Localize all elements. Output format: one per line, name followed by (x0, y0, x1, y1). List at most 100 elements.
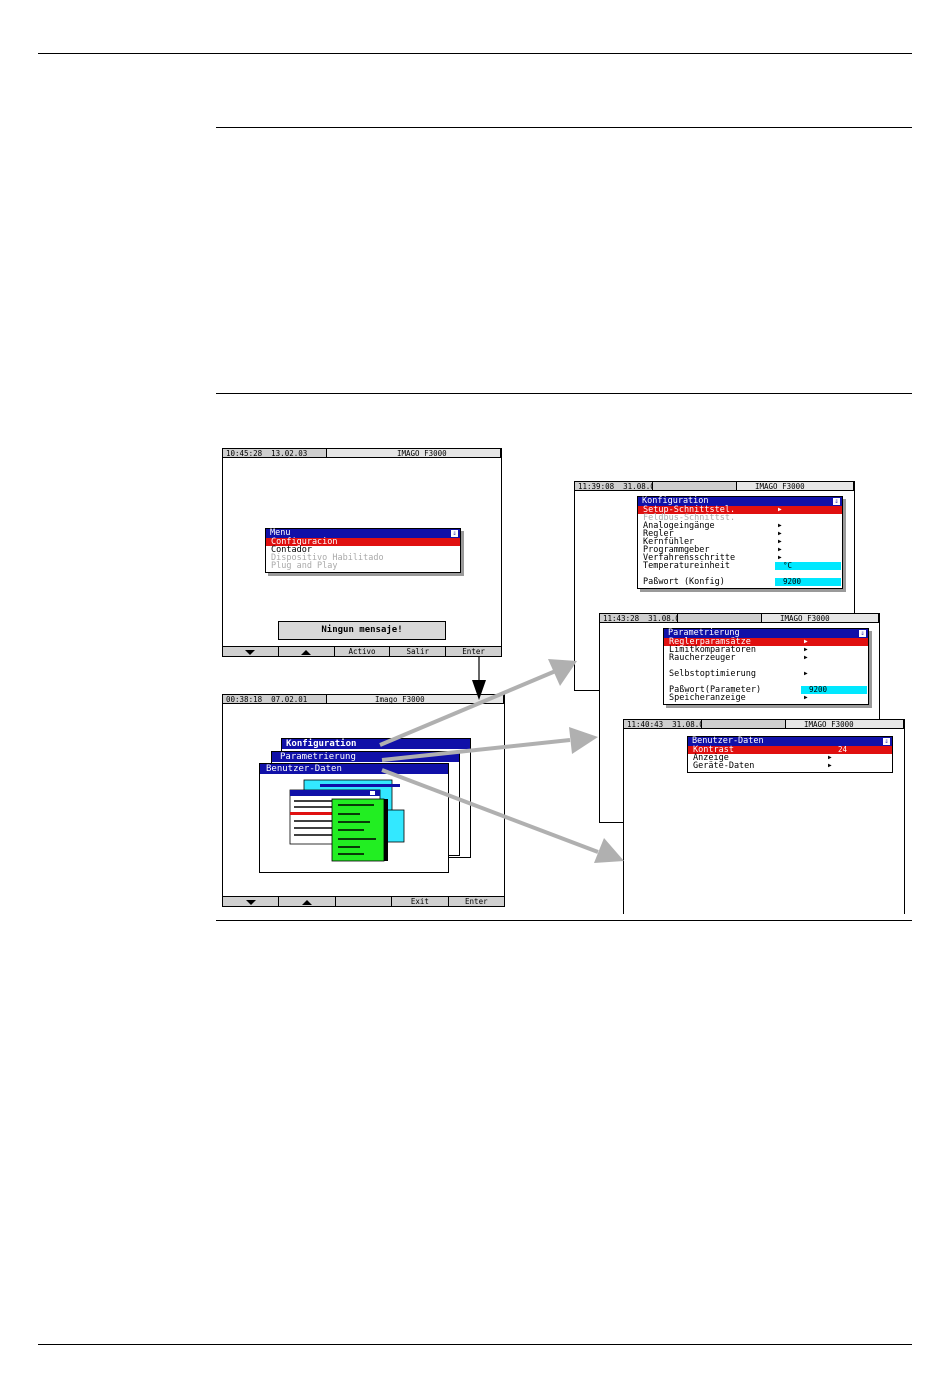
menu-item-label: Selbstoptimierung (669, 669, 756, 679)
status-bar: 00:38:18 07.02.01 Imago F3000 (223, 695, 504, 704)
status-time-date: 10:45:28 13.02.03 (223, 449, 327, 458)
status-blank (678, 614, 762, 623)
message-box: Ningun mensaje! (278, 621, 446, 640)
status-time-date: 00:38:18 07.02.01 (223, 695, 327, 704)
menu-item-kontrast[interactable]: Kontrast 24 (688, 746, 892, 754)
menu-konfiguration: Konfiguration⇓ Setup-Schnittstel. ▶ Feldbu… (637, 496, 843, 589)
menu-item-feldbus-schnittst[interactable]: Feldbus-Schnittst. (638, 513, 842, 523)
arrow-down-icon (245, 649, 256, 655)
menu-item-raucherzeuger[interactable]: Raucherzeuger▶ (664, 653, 868, 663)
softkey-down[interactable] (223, 647, 278, 656)
menu-item-label: Paßwort (Konfig) (643, 577, 725, 587)
softkey-enter[interactable]: Enter (446, 647, 501, 656)
screen-benutzer-daten: 11:40:43 31.08.01 IMAGO F3000 Benutzer-D… (623, 719, 905, 914)
card-title: Benutzer-Daten (260, 764, 448, 774)
status-bar: 11:40:43 31.08.01 IMAGO F3000 (624, 720, 904, 729)
status-time-date: 11:39:08 31.08.01 (575, 482, 653, 491)
stacked-menus-illustration (289, 779, 405, 862)
menu-item-verfahrensschritte[interactable]: Verfahrensschritte▶ (638, 554, 842, 563)
menu-item-analogeingange[interactable]: Analogeingänge▶ (638, 521, 842, 531)
device-title: IMAGO F3000 (737, 482, 854, 491)
menu-item-pa-wort-konfig[interactable]: Paßwort (Konfig) 9200 (638, 578, 842, 586)
softkey-up[interactable] (279, 897, 335, 906)
menu-item-dispositivo-habilitado[interactable]: Dispositivo Habilitado (266, 553, 460, 563)
menu-item-programmgeber[interactable]: Programmgeber▶ (638, 546, 842, 555)
card-title: Parametrierung (272, 752, 459, 762)
menu-item-gerate-daten[interactable]: Geräte-Daten ▶ (688, 761, 892, 771)
status-blank (702, 720, 786, 729)
device-title: IMAGO F3000 (762, 614, 879, 623)
softkey-blank[interactable] (335, 897, 392, 906)
status-time-date: 11:43:28 31.08.01 (600, 614, 678, 623)
arrow-down-icon (245, 899, 256, 905)
menu-title: Parametrierung⇓ (664, 629, 868, 638)
scroll-down-icon[interactable]: ⇓ (451, 529, 458, 537)
device-title: IMAGO F3000 (786, 720, 904, 729)
submenu-arrow-icon: ▶ (804, 646, 808, 653)
submenu-arrow-icon: ▶ (778, 554, 782, 561)
softkey-exit[interactable]: Exit (392, 897, 448, 906)
submenu-arrow-icon: ▶ (828, 762, 832, 769)
arrow-up-icon (301, 649, 312, 655)
menu-item-configuracion[interactable]: Configuracion (266, 538, 460, 546)
scroll-down-icon[interactable]: ⇓ (883, 737, 890, 745)
value-field[interactable]: 24 (838, 745, 848, 754)
section-rule-top (216, 127, 912, 128)
menu-title: Menu⇓ (266, 529, 460, 538)
card-title: Konfiguration (282, 739, 470, 749)
menu-item-anzeige[interactable]: Anzeige▶ (688, 754, 892, 763)
value-field[interactable]: °C (775, 562, 841, 570)
section-rule-mid (216, 393, 912, 394)
menu-item-label: Plug and Play (271, 561, 338, 571)
menu-item-label: Paßwort(Parameter) (669, 685, 762, 695)
device-title: IMAGO F3000 (327, 449, 501, 458)
menu-item-selbstoptimierung[interactable]: Selbstoptimierung ▶ (664, 669, 868, 679)
card-benutzer-daten[interactable]: Benutzer-Daten (259, 763, 449, 873)
menu-item-label: Limitkomparatoren (669, 645, 756, 655)
menu-item-label: Regler (643, 529, 674, 539)
submenu-arrow-icon: ▶ (828, 754, 832, 761)
menu-item-contador[interactable]: Contador (266, 545, 460, 555)
submenu-arrow-icon: ▶ (778, 506, 782, 513)
menu-item-limitkomparatoren[interactable]: Limitkomparatoren ▶ (664, 645, 868, 655)
value-field[interactable]: 9200 (801, 686, 867, 694)
menu-item-label: Dispositivo Habilitado (271, 553, 384, 563)
screen-overview: 00:38:18 07.02.01 Imago F3000 Konfigurat… (222, 694, 505, 907)
menu-item-label: Setup-Schnittstel. (643, 505, 736, 515)
header-rule (38, 53, 912, 54)
softkey-bar: Exit Enter (223, 896, 504, 906)
menu-item-label: Contador (271, 545, 312, 555)
menu-item-regler[interactable]: Regler▶ (638, 529, 842, 539)
menu-item-plug-and-play[interactable]: Plug and Play (266, 561, 460, 571)
menu-item-label: Feldbus-Schnittst. (643, 513, 736, 523)
status-time-date: 11:40:43 31.08.01 (624, 720, 702, 729)
menu-item-label: Analogeingänge (643, 521, 715, 531)
scroll-down-icon[interactable]: ⇓ (859, 629, 866, 637)
menu-item-label: Raucherzeuger (669, 653, 736, 663)
menu-item-label: Geräte-Daten (693, 761, 755, 771)
device-title: Imago F3000 (327, 695, 504, 704)
softkey-up[interactable] (278, 647, 334, 656)
softkey-down[interactable] (223, 897, 279, 906)
menu-item-speicheranzeige[interactable]: Speicheranzeige▶ (664, 693, 868, 703)
menu-item-label: Speicheranzeige (669, 693, 746, 703)
menu-item-temperatureinheit[interactable]: Temperatureinheit °C (638, 562, 842, 570)
menu-item-label: Temperatureinheit (643, 561, 730, 571)
menu-title: Konfiguration⇓ (638, 497, 842, 506)
submenu-arrow-icon: ▶ (804, 670, 808, 677)
softkey-bar: Activo Salir Enter (223, 646, 501, 656)
softkey-salir[interactable]: Salir (390, 647, 446, 656)
menu-item-setup-schnittstel[interactable]: Setup-Schnittstel. ▶ (638, 506, 842, 514)
menu-item-label: Kernfühler (643, 537, 695, 547)
menu-item-label: Kontrast (693, 745, 734, 755)
menu-item-pa-wort-parameter[interactable]: Paßwort(Parameter) 9200 (664, 686, 868, 694)
menu-item-kernfuhler[interactable]: Kernfühler ▶ (638, 537, 842, 547)
scroll-down-icon[interactable]: ⇓ (833, 497, 840, 505)
submenu-arrow-icon: ▶ (778, 538, 782, 545)
softkey-enter[interactable]: Enter (448, 897, 504, 906)
menu-item-reglerparamsatze[interactable]: Reglerparamsätze▶ (664, 638, 868, 646)
value-field[interactable]: 9200 (775, 578, 841, 586)
softkey-activo[interactable]: Activo (334, 647, 390, 656)
